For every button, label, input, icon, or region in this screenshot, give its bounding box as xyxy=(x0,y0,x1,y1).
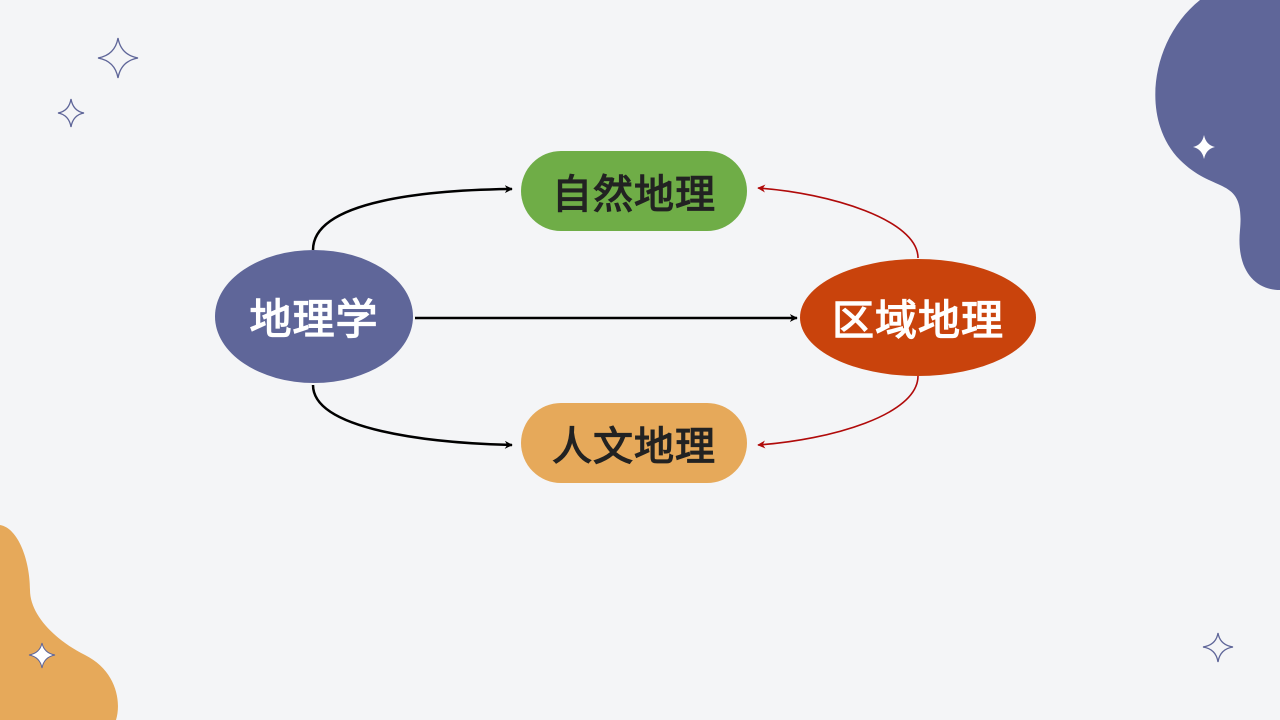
sparkle-icon xyxy=(1202,632,1234,663)
node-physical-geography: 自然地理 xyxy=(521,151,747,231)
purple-blob xyxy=(1155,0,1280,290)
orange-blob xyxy=(0,525,118,720)
sparkle-icon xyxy=(28,642,56,669)
sparkle-icon xyxy=(97,37,139,79)
node-human-geography: 人文地理 xyxy=(521,403,747,483)
sparkle-icon xyxy=(1193,135,1215,159)
arrow-regional-to-human xyxy=(757,375,919,449)
node-geography: 地理学 xyxy=(215,250,413,383)
arrow-regional-to-physical xyxy=(757,184,919,259)
sparkle-icon xyxy=(57,98,85,128)
arrow-main-to-human xyxy=(311,384,513,449)
node-regional-geography: 区域地理 xyxy=(800,259,1036,376)
arrow-main-to-physical xyxy=(311,185,513,251)
